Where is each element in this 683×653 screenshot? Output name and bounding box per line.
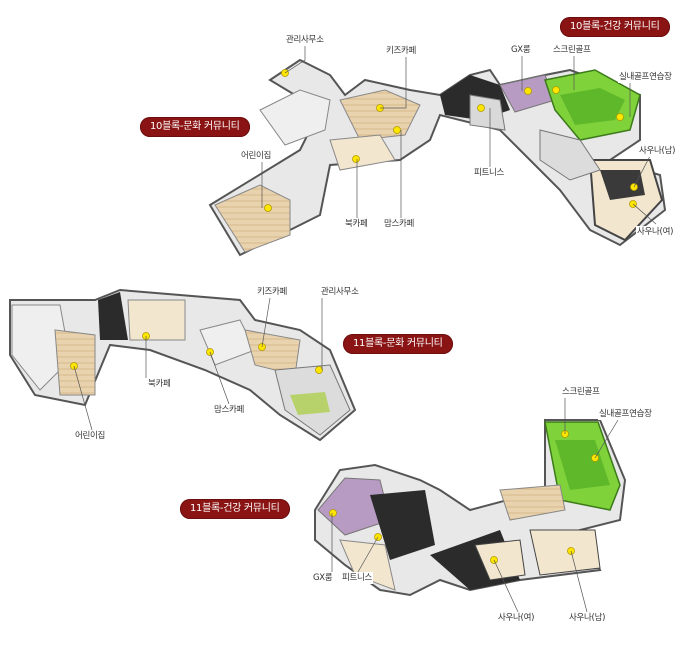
label-11-moms-cafe: 맘스카페 [213, 404, 246, 416]
block10-leader-lines [261, 45, 657, 225]
block10-health-title: 10블록-건강 커뮤니티 [560, 17, 670, 37]
label-10-kids-cafe: 키즈카페 [385, 45, 418, 57]
label-10-book-cafe: 북카페 [344, 218, 369, 230]
label-11-daycare: 어린이집 [74, 430, 107, 442]
label-10-moms-cafe: 맘스카페 [383, 218, 416, 230]
label-10-sauna-women: 사우나(여) [636, 226, 675, 238]
label-11-screen-golf: 스크린골프 [561, 386, 601, 398]
label-10-fitness: 피트니스 [473, 167, 506, 179]
label-10-management-office: 관리사무소 [285, 34, 325, 46]
label-11-book-cafe: 북카페 [147, 378, 172, 390]
label-11-management-office: 관리사무소 [320, 286, 360, 298]
label-11-kids-cafe: 키즈카페 [256, 286, 289, 298]
block10-culture-title: 10블록-문화 커뮤니티 [140, 117, 250, 137]
label-10-sauna-men: 사우나(남) [638, 145, 677, 157]
label-11-sauna-men: 사우나(남) [568, 612, 607, 624]
label-11-indoor-golf: 실내골프연습장 [598, 408, 653, 420]
block11-health-title: 11블록-건강 커뮤니티 [180, 499, 290, 519]
label-10-gx-room: GX룸 [510, 44, 532, 56]
label-10-indoor-golf: 실내골프연습장 [618, 71, 673, 83]
label-11-fitness: 피트니스 [341, 572, 374, 584]
label-11-gx-room: GX룸 [312, 572, 334, 584]
label-10-daycare: 어린이집 [240, 150, 273, 162]
label-10-screen-golf: 스크린골프 [552, 44, 592, 56]
block11-health-floorplan [314, 419, 627, 597]
block11-health-leader-lines [331, 398, 619, 613]
label-11-sauna-women: 사우나(여) [497, 612, 536, 624]
block11-culture-floorplan [9, 288, 357, 442]
block11-culture-leader-lines [73, 297, 323, 431]
block11-culture-title: 11블록-문화 커뮤니티 [343, 334, 453, 354]
block10-floorplan [208, 58, 667, 257]
